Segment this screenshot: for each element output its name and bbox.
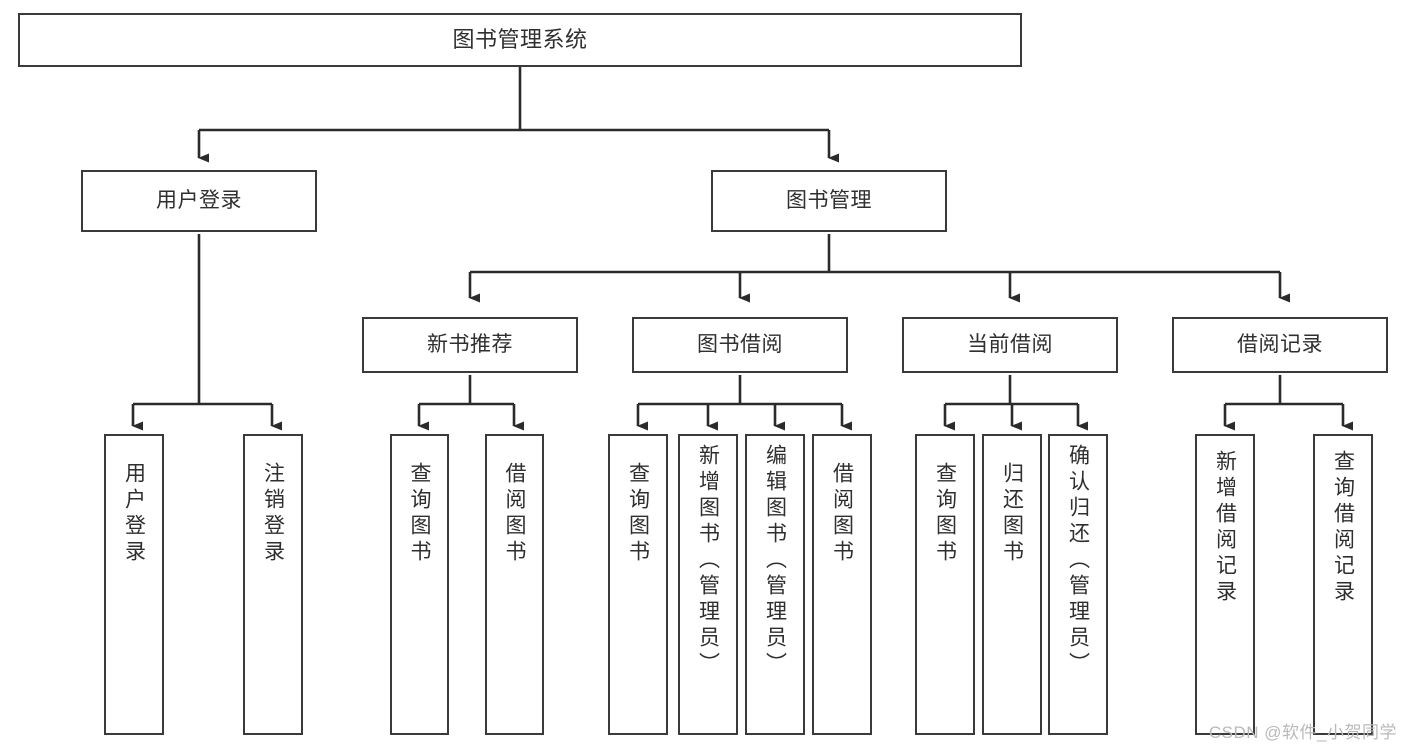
node-leaf-user-login[interactable]: 用户登录 <box>104 434 164 735</box>
node-leaf-query-book-1[interactable]: 查询图书 <box>390 434 449 735</box>
node-book-borrow-label: 图书借阅 <box>697 333 783 357</box>
node-leaf-add-book-label: 新增图书（管理员） <box>696 444 720 678</box>
node-root-label: 图书管理系统 <box>452 26 588 52</box>
node-leaf-edit-book[interactable]: 编辑图书（管理员） <box>745 434 805 735</box>
node-user-login[interactable]: 用户登录 <box>81 170 317 232</box>
node-new-book-rec[interactable]: 新书推荐 <box>362 317 578 373</box>
node-leaf-confirm-return-label: 确认归还（管理员） <box>1066 444 1090 678</box>
node-leaf-query-book-2[interactable]: 查询图书 <box>608 434 668 735</box>
node-user-login-label: 用户登录 <box>156 189 242 213</box>
node-leaf-edit-book-label: 编辑图书（管理员） <box>763 444 787 678</box>
node-leaf-query-book-2-label: 查询图书 <box>626 462 650 566</box>
node-leaf-query-book-3[interactable]: 查询图书 <box>915 434 975 735</box>
node-leaf-add-book[interactable]: 新增图书（管理员） <box>678 434 738 735</box>
node-leaf-add-record-label: 新增借阅记录 <box>1213 450 1237 606</box>
node-leaf-borrow-book-1-label: 借阅图书 <box>503 462 526 566</box>
watermark: CSDN @软件_小贺同学 <box>1208 723 1397 742</box>
node-leaf-query-book-3-label: 查询图书 <box>933 462 957 566</box>
node-book-manage[interactable]: 图书管理 <box>711 170 947 232</box>
node-leaf-query-book-1-label: 查询图书 <box>408 462 431 566</box>
node-leaf-return-book[interactable]: 归还图书 <box>982 434 1042 735</box>
node-leaf-return-book-label: 归还图书 <box>1000 462 1024 566</box>
node-borrow-record-label: 借阅记录 <box>1237 333 1323 357</box>
node-current-borrow[interactable]: 当前借阅 <box>902 317 1118 373</box>
node-book-borrow[interactable]: 图书借阅 <box>632 317 848 373</box>
node-leaf-borrow-book-1[interactable]: 借阅图书 <box>485 434 544 735</box>
node-leaf-logout[interactable]: 注销登录 <box>243 434 303 735</box>
node-leaf-borrow-book-2[interactable]: 借阅图书 <box>812 434 872 735</box>
node-borrow-record[interactable]: 借阅记录 <box>1172 317 1388 373</box>
node-book-manage-label: 图书管理 <box>786 189 872 213</box>
node-leaf-confirm-return[interactable]: 确认归还（管理员） <box>1048 434 1108 735</box>
node-current-borrow-label: 当前借阅 <box>967 333 1053 357</box>
node-leaf-borrow-book-2-label: 借阅图书 <box>830 462 854 566</box>
node-root[interactable]: 图书管理系统 <box>18 13 1022 67</box>
node-leaf-query-record[interactable]: 查询借阅记录 <box>1313 434 1373 735</box>
node-leaf-add-record[interactable]: 新增借阅记录 <box>1195 434 1255 735</box>
node-new-book-rec-label: 新书推荐 <box>427 333 513 357</box>
node-leaf-logout-label: 注销登录 <box>261 462 285 566</box>
node-leaf-user-login-label: 用户登录 <box>122 462 146 566</box>
node-leaf-query-record-label: 查询借阅记录 <box>1331 450 1355 606</box>
